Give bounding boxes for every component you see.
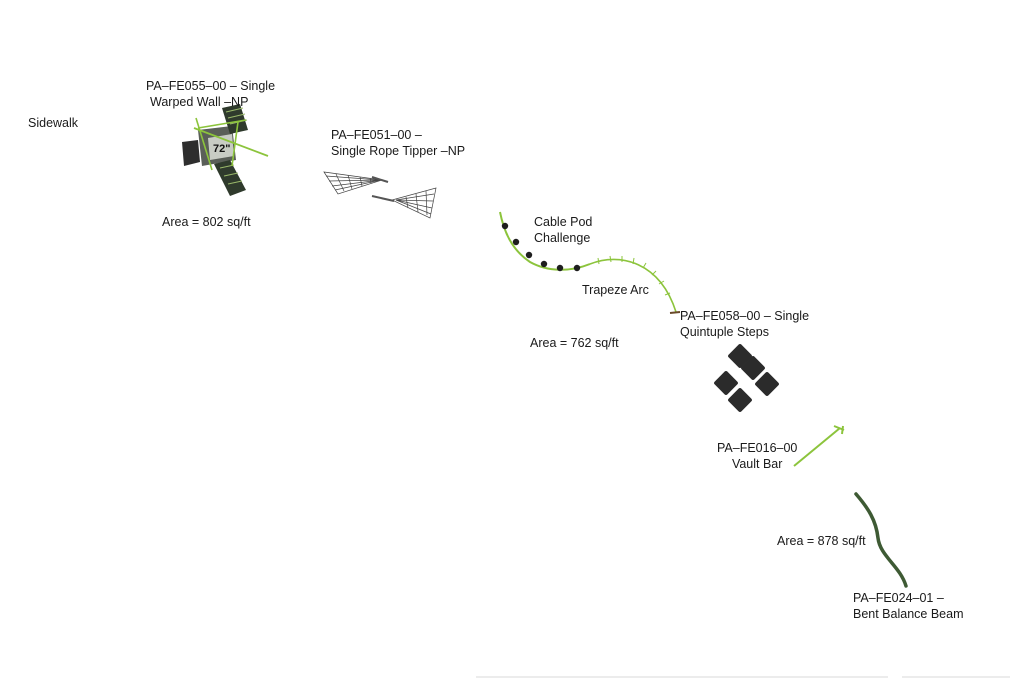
balance-beam-name: Bent Balance Beam xyxy=(853,607,964,621)
area-label-2: Area = 762 sq/ft xyxy=(530,336,619,350)
sidewalk-label: Sidewalk xyxy=(28,116,79,130)
quintuple-steps-equipment xyxy=(714,344,779,412)
trapeze-arc-equipment xyxy=(589,255,681,314)
cable-pod-label: Cable Pod Challenge xyxy=(534,214,592,246)
rope-tipper-code: PA–FE051–00 – xyxy=(331,128,422,142)
vault-bar-name: Vault Bar xyxy=(731,457,783,471)
rope-tipper-label: PA–FE051–00 – Single Rope Tipper –NP xyxy=(331,127,465,159)
warped-wall-label: PA–FE055–00 – Single Warped Wall –NP xyxy=(146,78,275,110)
vault-bar-code: PA–FE016–00 xyxy=(717,441,798,455)
warped-wall-name: Warped Wall –NP xyxy=(150,95,249,109)
area-label-3: Area = 878 sq/ft xyxy=(777,534,866,548)
cable-pod-line1: Cable Pod xyxy=(534,215,593,229)
quintuple-steps-name: Quintuple Steps xyxy=(680,325,769,339)
cable-pod-equipment xyxy=(499,211,591,272)
height-badge: 72" xyxy=(213,143,230,155)
vault-bar-equipment xyxy=(793,425,845,467)
rope-tipper-name: Single Rope Tipper –NP xyxy=(331,144,466,158)
balance-beam-code: PA–FE024–01 – xyxy=(853,591,944,605)
trapeze-arc-label: Trapeze Arc xyxy=(582,283,649,297)
balance-beam-label: PA–FE024–01 – Bent Balance Beam xyxy=(853,590,964,622)
vault-bar-label: PA–FE016–00 Vault Bar xyxy=(717,440,797,472)
quintuple-steps-code: PA–FE058–00 – Single xyxy=(680,309,810,323)
cable-pod-line2: Challenge xyxy=(534,231,591,245)
quintuple-steps-label: PA–FE058–00 – Single Quintuple Steps xyxy=(680,308,809,340)
rope-tipper-equipment xyxy=(323,171,437,219)
warped-wall-code: PA–FE055–00 – Single xyxy=(146,79,276,93)
area-label-1: Area = 802 sq/ft xyxy=(162,215,251,229)
balance-beam-equipment xyxy=(854,492,908,588)
warped-wall-equipment: 72" xyxy=(182,104,269,196)
